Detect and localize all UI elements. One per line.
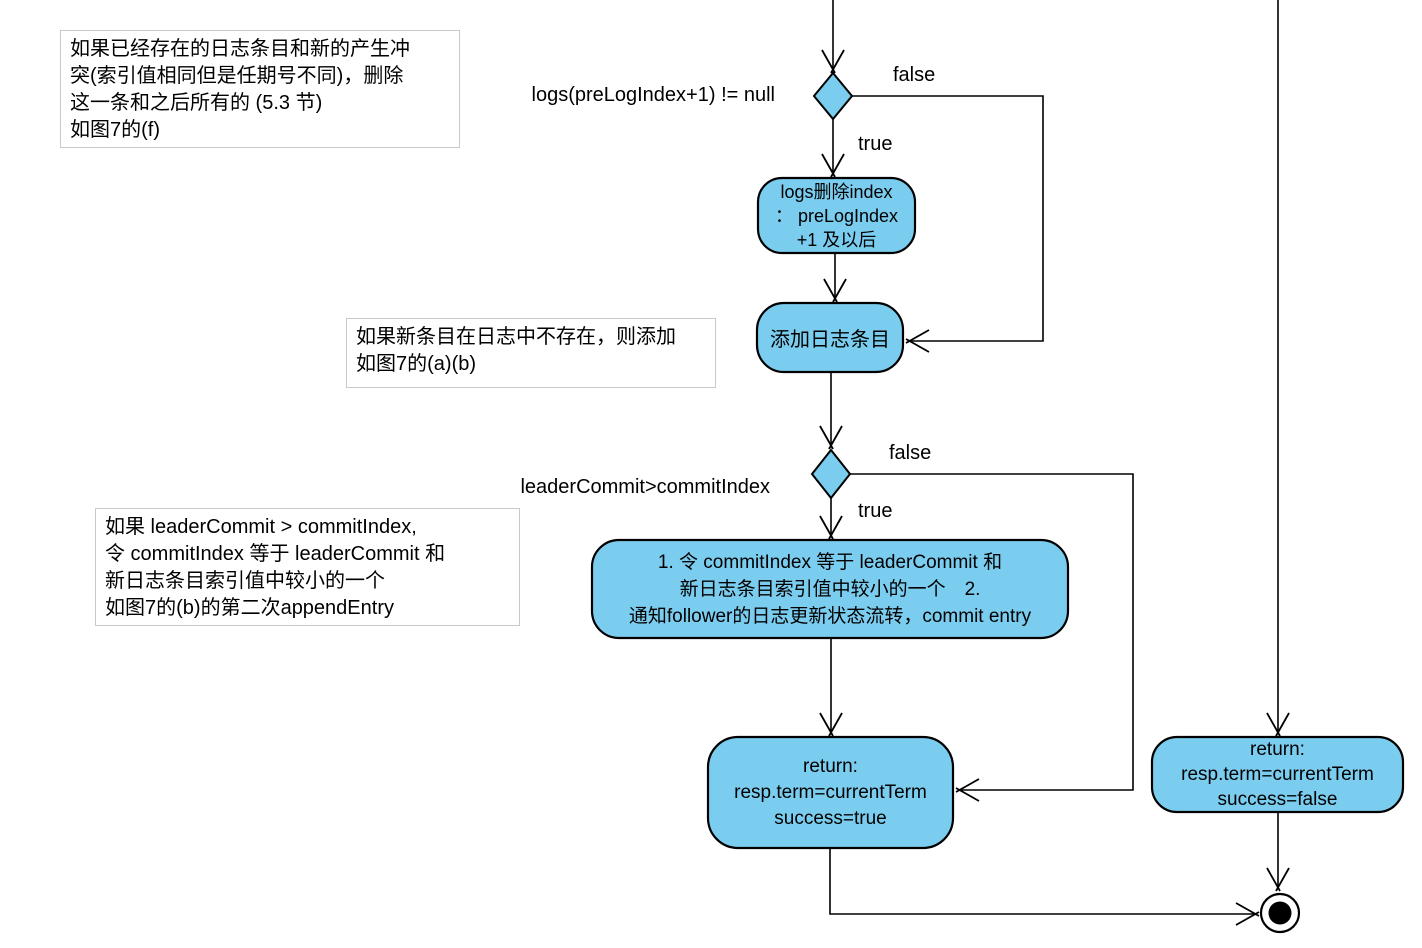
branch-false-label-1: false [893,64,936,86]
branch-true-label-1: true [858,133,893,155]
return-success-node-label: return: resp.term=currentTerm success=tr… [734,755,927,829]
edge-log-decision-false-to-append [852,95,1044,353]
return-failure-node-label: return: resp.term=currentTerm success=fa… [1181,739,1374,810]
update-commit-index-node [590,538,1070,640]
leader-commit-decision-diamond [810,448,852,500]
note-append-missing-entries: 如果新条目在日志中不存在，则添加 如图7的(a)(b) [346,318,716,388]
log-conflict-decision-diamond [812,71,854,121]
append-entry-node-label: 添加日志条目 [770,329,890,351]
note-log-conflict: 如果已经存在的日志条目和新的产生冲 突(索引值相同但是任期号不同)，删除 这一条… [60,30,460,148]
edge-commit-decision-false-to-return-success [850,473,1134,802]
branch-true-label-2: true [858,500,893,522]
append-entry-node [755,301,905,374]
update-commit-index-node-label: 1. 令 commitIndex 等于 leaderCommit 和 新日志条目… [628,551,1032,627]
final-state-inner-circle [1268,901,1292,925]
condition-log-exists-label: logs(preLogIndex+1) != null [531,84,776,106]
return-success-node [706,735,955,850]
condition-leader-commit-label: leaderCommit>commitIndex [520,476,770,498]
note-leader-commit-rule: 如果 leaderCommit > commitIndex, 令 commitI… [95,508,520,626]
edge-return-success-to-final [829,848,1260,926]
delete-logs-node [756,176,917,255]
return-failure-node [1150,735,1405,814]
branch-false-label-2: false [889,442,932,464]
delete-logs-node-label: logs删除index ： preLogIndex +1 及以后 [774,181,899,250]
